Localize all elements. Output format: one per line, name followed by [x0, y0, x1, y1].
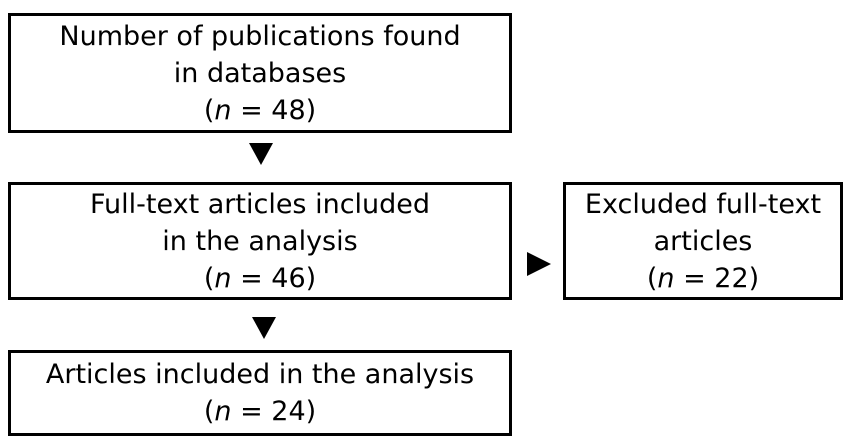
- box-text-line: Full-text articles included: [89, 188, 431, 220]
- box-text-line: in the analysis: [162, 225, 358, 257]
- count-n-symbol: n: [214, 94, 232, 126]
- down-arrow-icon: [252, 317, 276, 339]
- count-n-symbol: n: [657, 262, 675, 294]
- count-n-symbol: n: [214, 396, 232, 427]
- box-text-line: in databases: [173, 57, 347, 89]
- flow-box-excluded: Excluded full-text articles (n = 22): [563, 182, 843, 300]
- box-text-line: Number of publications found: [59, 20, 461, 52]
- box-count-line: (n = 46): [204, 260, 316, 297]
- flow-box-fulltext-included: Full-text articles included in the analy…: [8, 182, 512, 300]
- box-count-line: (n = 22): [647, 260, 759, 297]
- count-open-paren: (: [203, 262, 215, 294]
- box-text-line: articles: [653, 225, 753, 257]
- count-open-paren: (: [203, 396, 215, 427]
- down-arrow-icon: [249, 143, 273, 165]
- right-arrow-icon: [527, 252, 551, 276]
- box-count-line: (n = 48): [204, 92, 316, 129]
- flow-box-databases: Number of publications found in database…: [8, 13, 512, 133]
- count-n-symbol: n: [214, 262, 232, 294]
- count-open-paren: (: [203, 94, 215, 126]
- count-value-text: = 24): [231, 396, 317, 427]
- count-value-text: = 22): [674, 262, 760, 294]
- flow-box-final-included: Articles included in the analysis (n = 2…: [8, 350, 512, 436]
- box-text-line: Articles included in the analysis: [45, 359, 475, 390]
- count-value-text: = 46): [231, 262, 317, 294]
- count-open-paren: (: [646, 262, 658, 294]
- box-text-line: Excluded full-text: [584, 188, 822, 220]
- box-count-line: (n = 24): [204, 393, 316, 430]
- count-value-text: = 48): [231, 94, 317, 126]
